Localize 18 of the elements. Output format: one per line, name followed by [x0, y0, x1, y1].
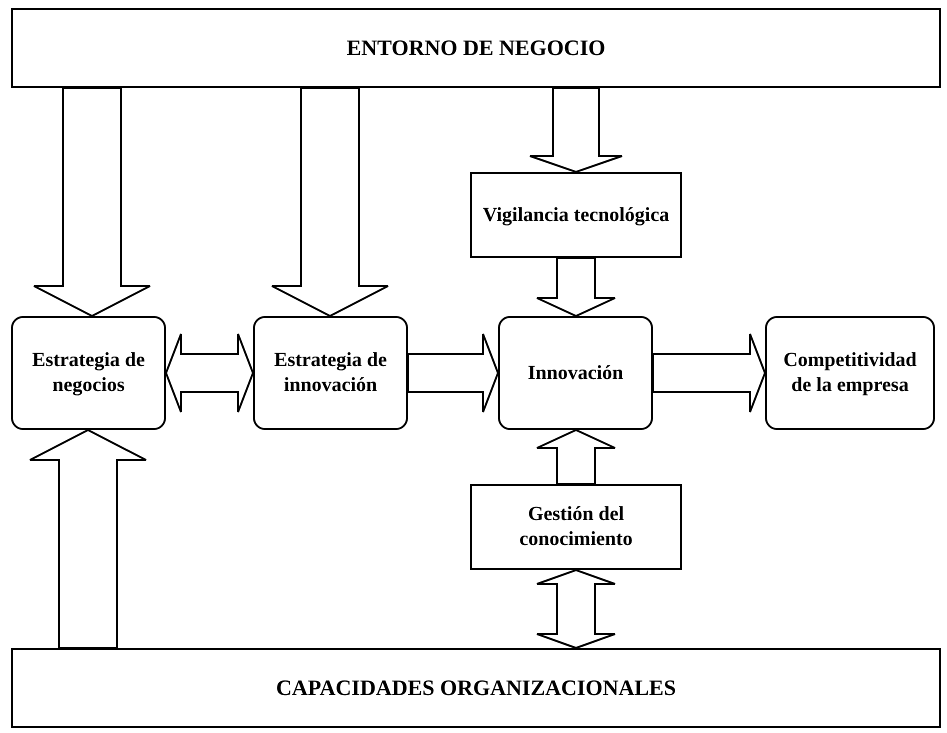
process-box: Vigilancia tecnológica [470, 172, 682, 258]
block-arrow [536, 257, 616, 318]
rounded-box: Innovación [498, 316, 653, 430]
block-arrow [164, 333, 254, 413]
process-box: Gestión del conocimiento [470, 484, 682, 570]
block-arrow [271, 87, 389, 318]
rounded-box: Competitividad de la empresa [765, 316, 935, 430]
block-arrow [407, 333, 500, 413]
block-arrow [536, 568, 616, 650]
banner-box: ENTORNO DE NEGOCIO [11, 8, 941, 88]
banner-box: CAPACIDADES ORGANIZACIONALES [11, 648, 941, 728]
block-arrow [33, 87, 151, 318]
block-arrow [29, 428, 147, 649]
block-arrow [529, 87, 623, 174]
rounded-box: Estrategia de negocios [11, 316, 166, 430]
rounded-box: Estrategia de innovación [253, 316, 408, 430]
block-arrow [536, 428, 616, 485]
block-arrow [652, 333, 766, 413]
